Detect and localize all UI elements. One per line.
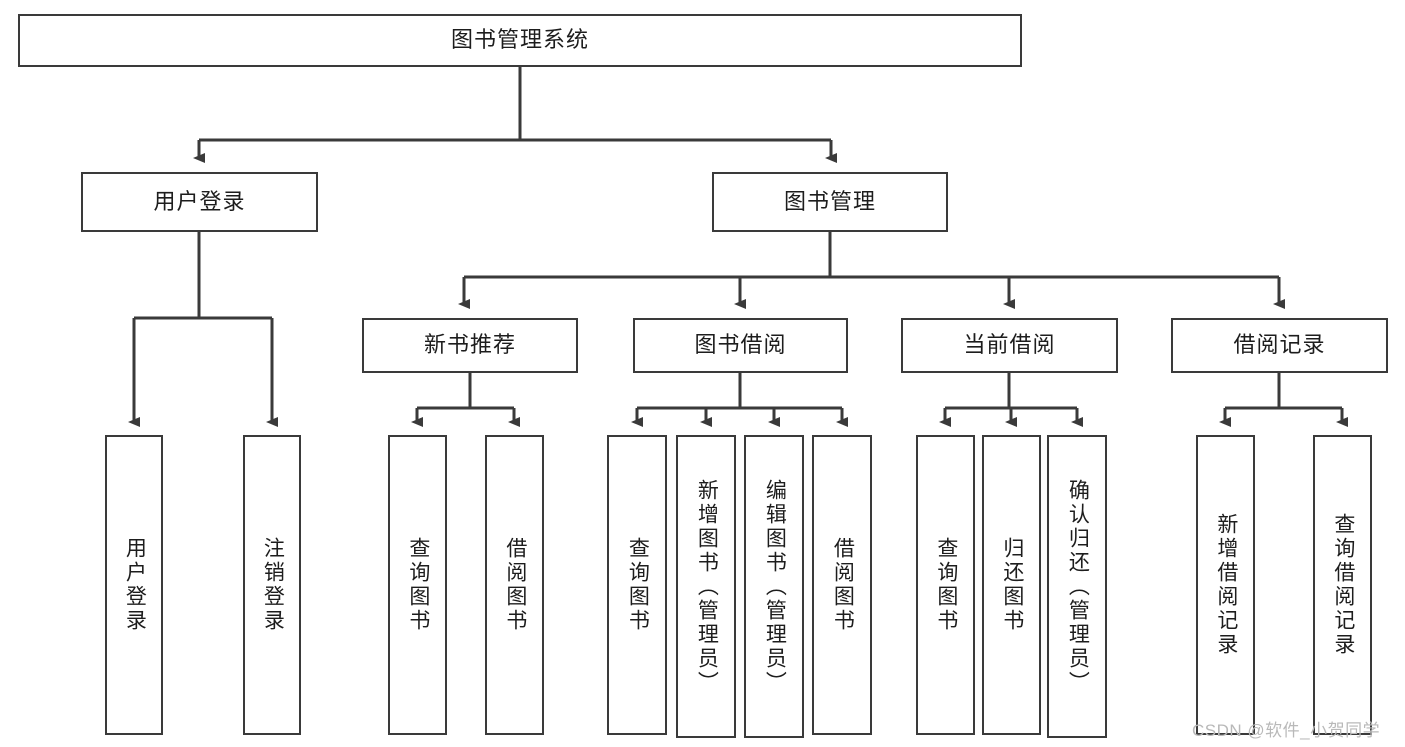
node-label: 新增图书（管理员）	[695, 478, 719, 695]
node-label: 新书推荐	[423, 332, 516, 358]
node-book-borrowing[interactable]: 图书借阅	[633, 318, 848, 373]
node-label: 图书管理	[783, 188, 876, 214]
node-leaf-add-borrow-record[interactable]: 新增借阅记录	[1196, 435, 1255, 735]
node-leaf-logout[interactable]: 注销登录	[243, 435, 301, 735]
node-label: 确认归还（管理员）	[1066, 478, 1090, 695]
node-leaf-user-login[interactable]: 用户登录	[105, 435, 163, 735]
node-label: 用户登录	[123, 537, 147, 633]
node-label: 图书管理系统	[450, 27, 589, 53]
node-label: 查询图书	[406, 537, 430, 633]
node-label: 查询图书	[934, 537, 958, 633]
node-borrowing-records[interactable]: 借阅记录	[1171, 318, 1388, 373]
node-new-book-recommendation[interactable]: 新书推荐	[362, 318, 578, 373]
node-label: 查询借阅记录	[1331, 513, 1355, 657]
node-book-management[interactable]: 图书管理	[712, 172, 948, 232]
node-user-login[interactable]: 用户登录	[81, 172, 318, 232]
node-leaf-query-borrow-record[interactable]: 查询借阅记录	[1313, 435, 1372, 735]
node-book-management-system[interactable]: 图书管理系统	[18, 14, 1022, 67]
node-current-borrowing[interactable]: 当前借阅	[901, 318, 1118, 373]
node-leaf-return-books[interactable]: 归还图书	[982, 435, 1041, 735]
node-leaf-query-books-1[interactable]: 查询图书	[388, 435, 447, 735]
node-label: 借阅图书	[503, 537, 527, 633]
node-label: 借阅记录	[1233, 332, 1326, 358]
node-label: 用户登录	[153, 188, 246, 214]
node-label: 当前借阅	[963, 332, 1056, 358]
node-label: 借阅图书	[831, 537, 855, 633]
node-label: 归还图书	[1000, 537, 1024, 633]
node-leaf-borrow-books-1[interactable]: 借阅图书	[485, 435, 544, 735]
node-leaf-edit-book-admin[interactable]: 编辑图书（管理员）	[744, 435, 804, 738]
node-leaf-add-book-admin[interactable]: 新增图书（管理员）	[676, 435, 736, 738]
node-label: 查询图书	[626, 537, 650, 633]
node-leaf-query-books-2[interactable]: 查询图书	[607, 435, 667, 735]
node-leaf-borrow-books-2[interactable]: 借阅图书	[812, 435, 872, 735]
watermark-text: CSDN @软件_小贺同学	[1192, 721, 1381, 740]
node-label: 编辑图书（管理员）	[763, 478, 787, 695]
node-leaf-query-books-3[interactable]: 查询图书	[916, 435, 975, 735]
node-label: 新增借阅记录	[1214, 513, 1238, 657]
node-label: 注销登录	[261, 537, 285, 633]
node-label: 图书借阅	[694, 332, 787, 358]
node-leaf-confirm-return-admin[interactable]: 确认归还（管理员）	[1047, 435, 1107, 738]
